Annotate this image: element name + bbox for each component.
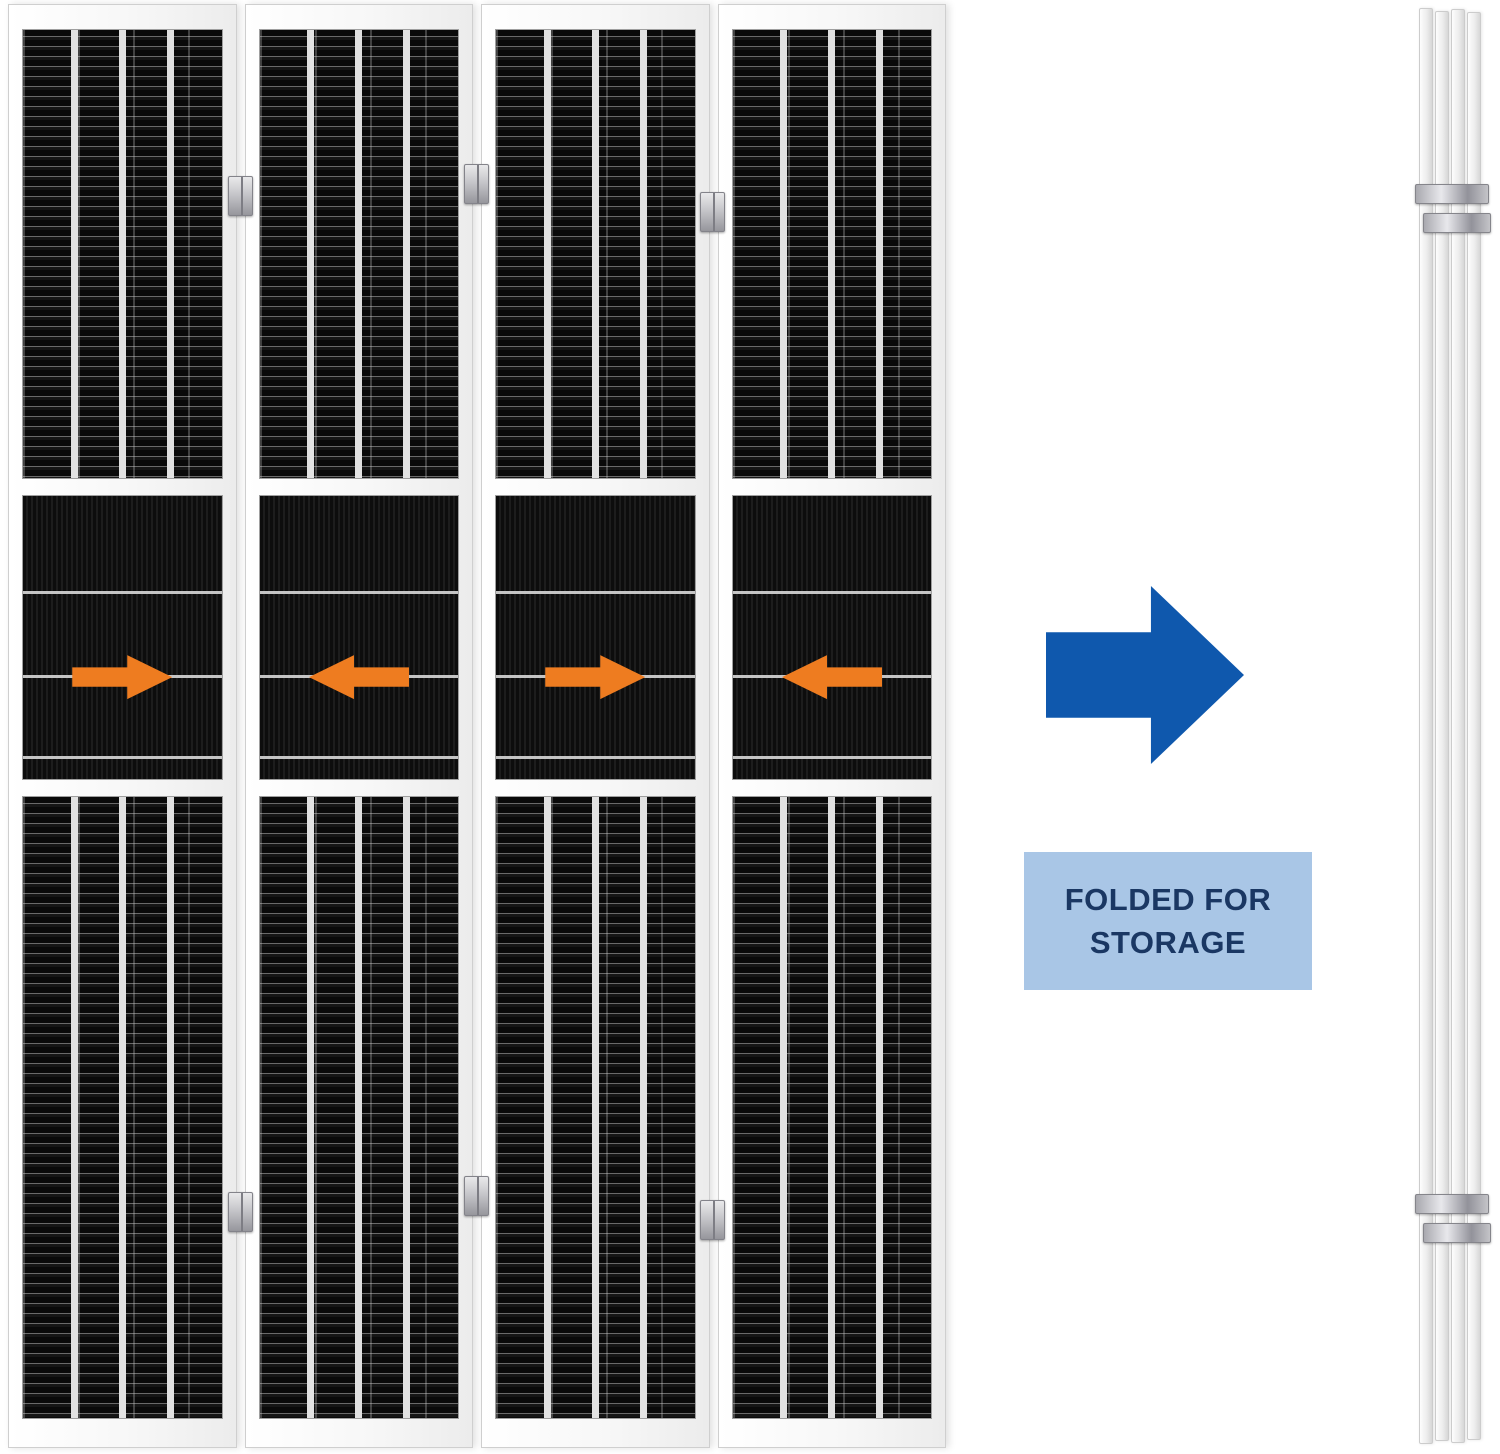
label-line-2: STORAGE [1089, 925, 1247, 960]
hinge-icon [1423, 213, 1491, 233]
panel-top-slats [495, 29, 696, 479]
folded-hinges-bottom [1415, 1194, 1491, 1243]
hinge-icon [1423, 1223, 1491, 1243]
label-line-1: FOLDED FOR [1064, 882, 1272, 917]
fold-direction-arrow-icon [545, 655, 646, 700]
panel-middle-weave [495, 495, 696, 780]
panel-top-slats [731, 29, 932, 479]
folded-panel-edge [1467, 12, 1481, 1440]
folded-panel-edge [1419, 8, 1433, 1444]
transform-arrow-icon [1046, 586, 1244, 764]
hinge-icon [228, 176, 253, 216]
fold-direction-arrow-icon [72, 655, 173, 700]
folded-panel-edge [1435, 11, 1449, 1441]
panel-top-slats [22, 29, 223, 479]
fold-direction-arrow-icon [782, 655, 882, 699]
divider-panel-4 [717, 4, 946, 1448]
panel-top-slats [258, 29, 459, 479]
hinge-icon [1415, 184, 1489, 204]
divider-panel-2 [244, 4, 473, 1448]
panel-bottom-slats [731, 796, 932, 1419]
folded-panel-edge [1451, 9, 1465, 1443]
folded-for-storage-label: FOLDED FOR STORAGE [1024, 852, 1312, 990]
hinge-icon [700, 1200, 725, 1240]
hinge-icon [1415, 1194, 1489, 1214]
panel-bottom-slats [258, 796, 459, 1419]
divider-panel-3 [481, 4, 710, 1448]
panel-middle-weave [731, 495, 932, 780]
folded-hinges-top [1415, 184, 1491, 233]
divider-panel-1 [8, 4, 237, 1448]
hinge-icon [464, 164, 489, 204]
panel-bottom-slats [495, 796, 696, 1419]
hinge-icon [464, 1176, 489, 1216]
hinge-icon [228, 1192, 253, 1232]
panel-middle-weave [258, 495, 459, 780]
room-divider-folded-view [1415, 8, 1491, 1446]
room-divider-open-view [8, 4, 946, 1448]
fold-direction-arrow-icon [309, 655, 409, 699]
panel-bottom-slats [22, 796, 223, 1419]
hinge-icon [700, 192, 725, 232]
panel-middle-weave [22, 495, 223, 780]
